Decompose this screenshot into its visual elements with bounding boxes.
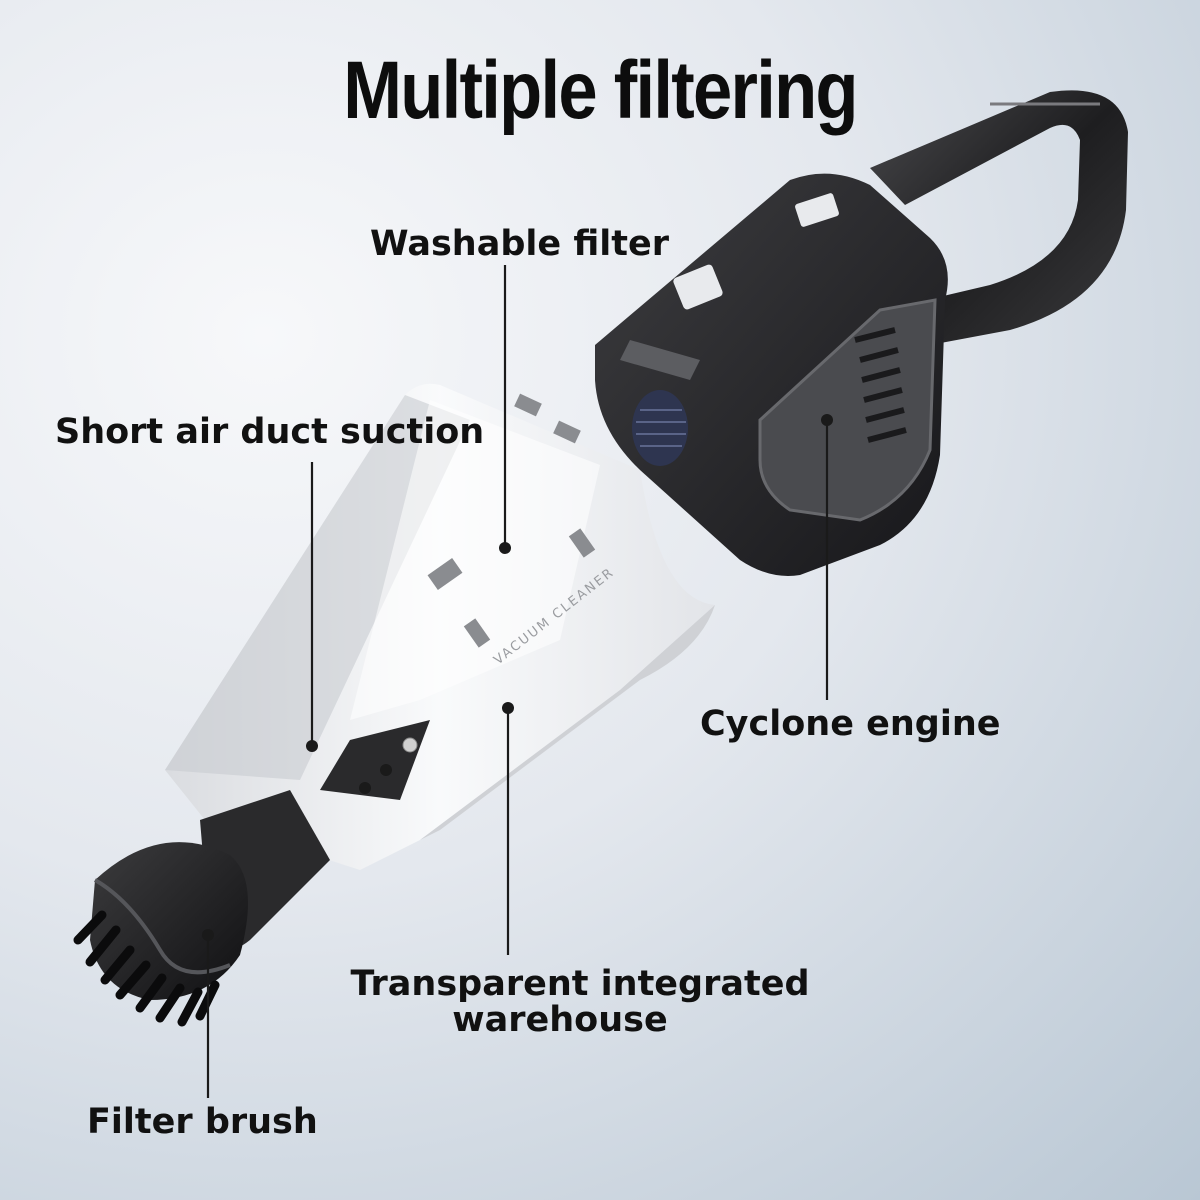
brush-nozzle (73, 790, 330, 1027)
label-cyclone-engine: Cyclone engine (700, 704, 1001, 744)
label-short-air-duct-suction: Short air duct suction (55, 412, 485, 452)
page-title: Multiple filtering (343, 45, 858, 136)
motor-unit (595, 173, 948, 577)
handle (870, 90, 1128, 345)
dust-canister: VACUUM CLEANER (165, 383, 715, 870)
callout-lines (202, 265, 833, 1098)
label-transparent-warehouse-line2: warehouse (452, 1000, 668, 1040)
label-washable-filter: Washable filter (370, 224, 669, 264)
label-transparent-warehouse: Transparent integrated warehouse (320, 966, 840, 1038)
label-filter-brush: Filter brush (87, 1102, 318, 1142)
label-transparent-warehouse-line1: Transparent integrated (350, 964, 810, 1004)
